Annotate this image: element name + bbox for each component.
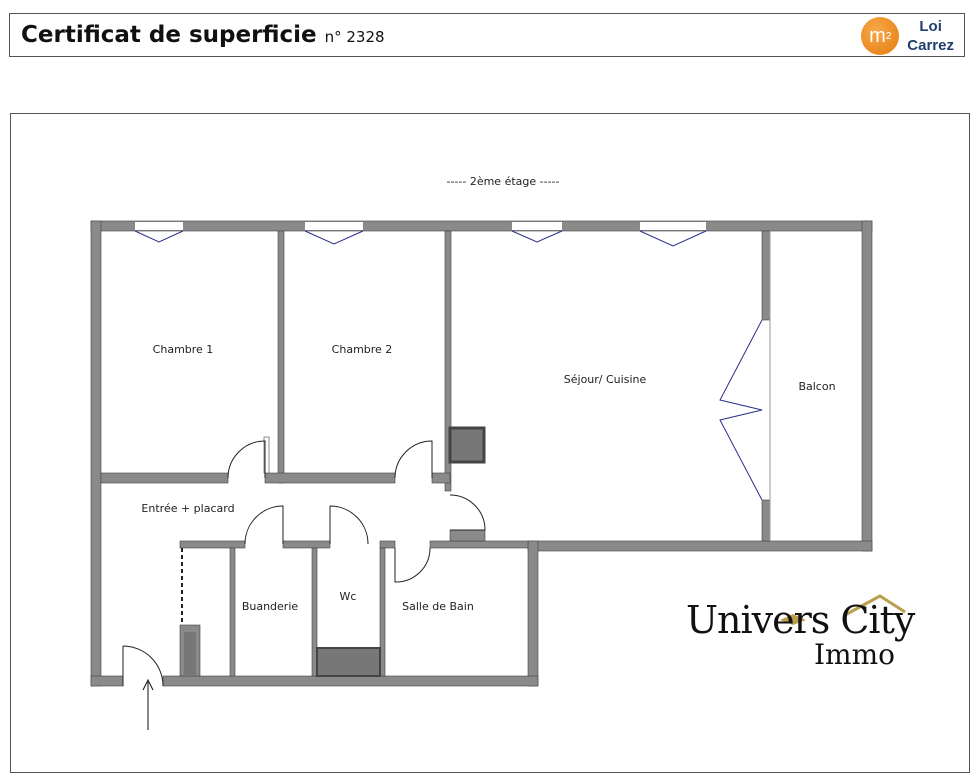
chimney-duct (448, 426, 486, 464)
room-entree: Entrée + placard (141, 502, 234, 515)
floor-plan: ----- 2ème étage ----- Chambre 1 Chambre… (90, 175, 906, 730)
m2-sup: 2 (885, 30, 892, 42)
univers-city-immo-logo: Univers City Immo (686, 598, 915, 671)
logo-line1: Univers City (686, 598, 915, 642)
room-wc: Wc (340, 590, 357, 603)
loi-text: Loi (919, 18, 942, 35)
buanderie-duct (184, 632, 196, 676)
room-chambre1: Chambre 1 (153, 343, 214, 356)
title-text: Certificat de superficie (21, 22, 317, 48)
page-title: Certificat de superficie n° 2328 (21, 22, 385, 48)
room-sejour: Séjour/ Cuisine (564, 373, 647, 386)
doors (122, 440, 486, 687)
window-swings (134, 230, 763, 501)
floor-label: ----- 2ème étage ----- (446, 175, 559, 188)
carrez-text: Carrez (907, 37, 954, 54)
certificate-number: n° 2328 (324, 28, 385, 46)
logo-line2: Immo (814, 638, 896, 671)
room-chambre2: Chambre 2 (332, 343, 393, 356)
graduation-cap-icon (780, 614, 806, 625)
entrance-arrow-icon (142, 678, 154, 730)
room-buanderie: Buanderie (242, 600, 299, 613)
m2-symbol: m (869, 24, 886, 47)
logo-roof-icon (844, 594, 906, 617)
room-sdb: Salle de Bain (402, 600, 474, 613)
room-balcon: Balcon (798, 380, 835, 393)
windows (135, 222, 706, 230)
walls (90, 220, 873, 687)
wc-duct (316, 647, 381, 677)
